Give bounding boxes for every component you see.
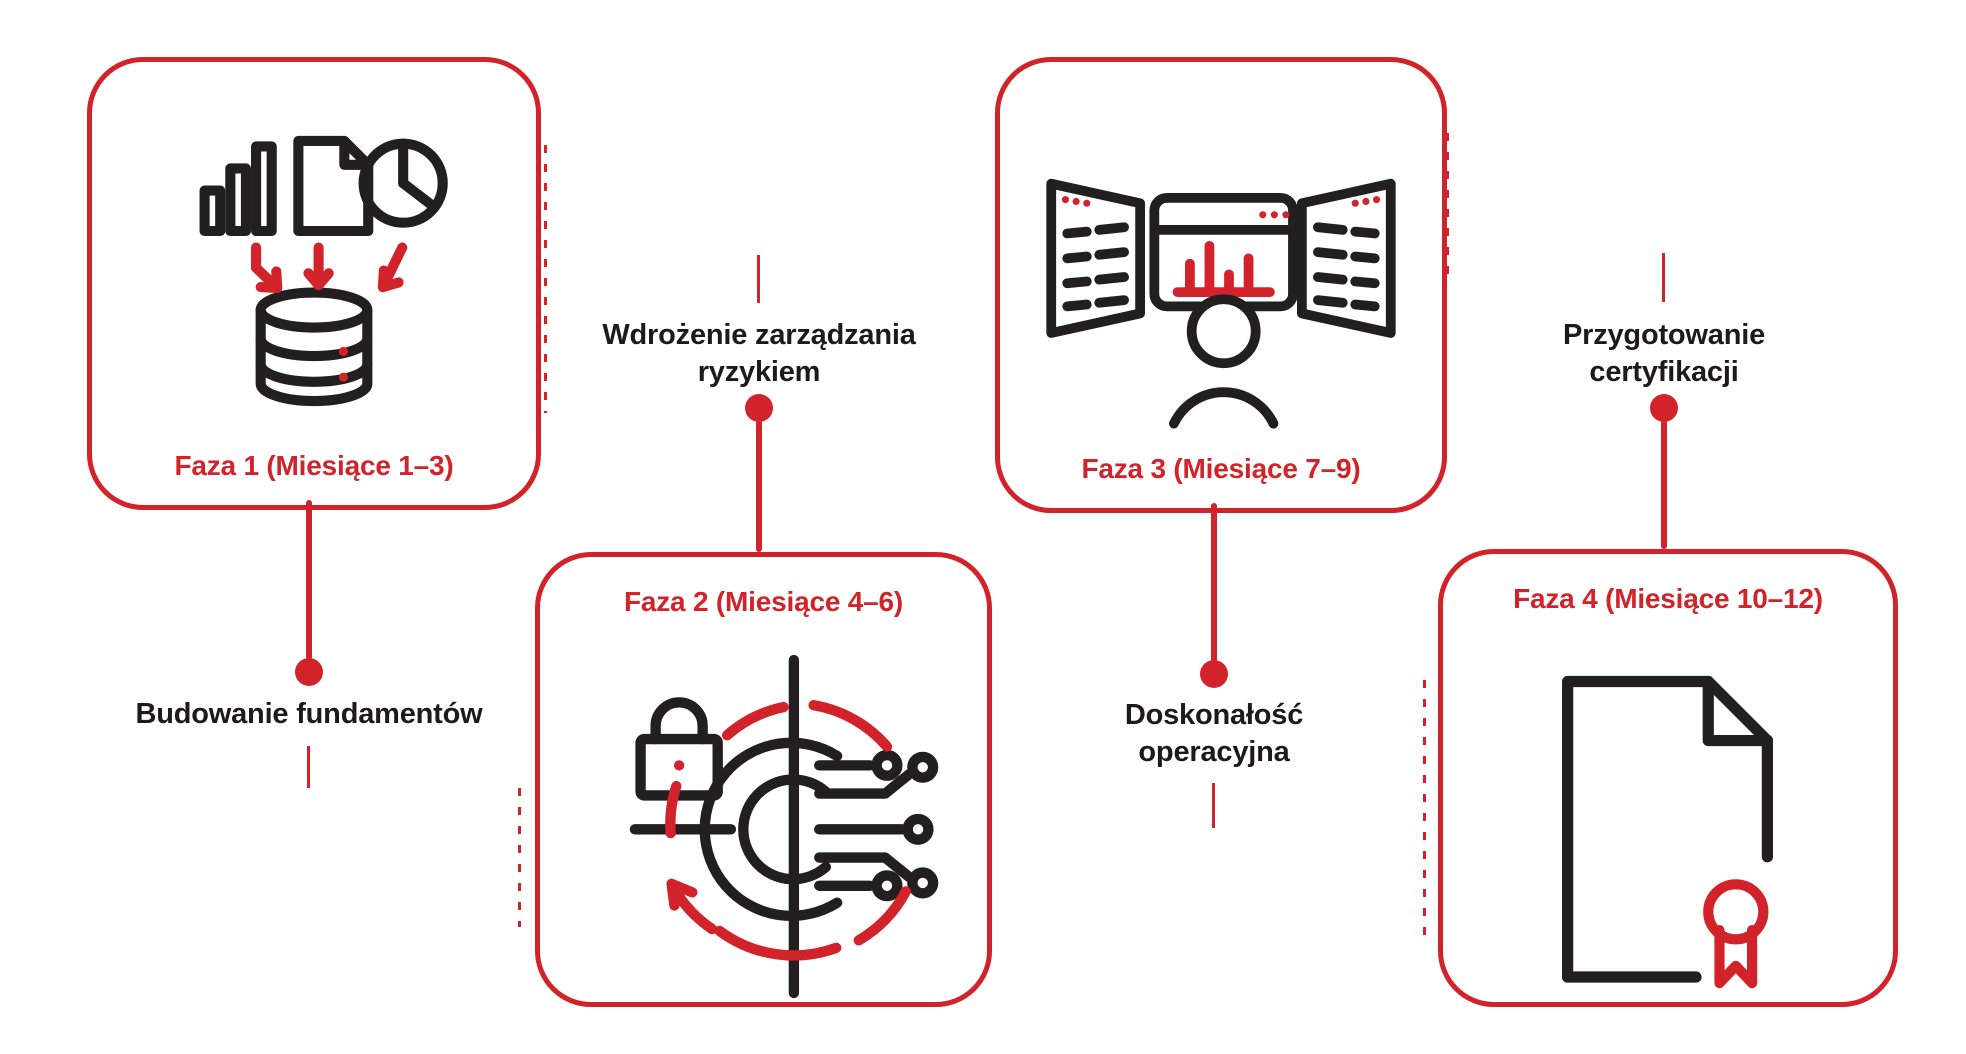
phase-4-connector-line (1661, 420, 1667, 549)
phase-3-milestone-label: Doskonałość operacyjna (1124, 699, 1304, 768)
pie-chart-icon (358, 138, 448, 228)
document-icon (293, 135, 374, 237)
person-icon (1169, 294, 1279, 429)
lock-risk-cycle-icon (629, 654, 939, 999)
award-ribbon-icon (1703, 879, 1769, 989)
phase-4-tick (1662, 253, 1665, 302)
red-bar-chart-icon (1172, 240, 1275, 297)
phase-4-dashed-line (1423, 680, 1426, 938)
phase-4-card: Faza 4 (Miesiące 10–12) (1438, 549, 1898, 1007)
phase-3-connector-line (1211, 503, 1217, 662)
phase-4-label: Faza 4 (Miesiące 10–12) (1513, 583, 1823, 614)
rotation-arrows-icon (665, 700, 911, 961)
phase-3-icon-wrap (1021, 157, 1421, 455)
phase-3-tick (1212, 783, 1215, 828)
phase-4-milestone-label: Przygotowanie certyfikacji (1562, 319, 1766, 388)
phase-1-milestone-label: Budowanie fundamentów (135, 698, 483, 730)
phase-1-dashed-line (544, 145, 547, 413)
phase-3-milestone-dot (1200, 660, 1228, 688)
phase-3-dashed-line (1446, 133, 1449, 275)
crosshair-icon (629, 654, 843, 999)
phase-2-card: Faza 2 (Miesiące 4–6) (535, 552, 992, 1007)
dashboard-operator-icon (1046, 178, 1396, 429)
bar-chart-icon (199, 141, 277, 237)
data-sources-to-database-icon (199, 135, 448, 407)
document-fold-icon (1562, 675, 1773, 983)
phase-1-milestone-dot (295, 658, 323, 686)
phase-4-milestone-dot (1650, 394, 1678, 422)
phase-2-icon-wrap (618, 645, 966, 1002)
circuit-traces-icon (814, 749, 939, 902)
phase-3-label: Faza 3 (Miesiące 7–9) (1081, 453, 1361, 484)
phase-2-connector-line (756, 420, 762, 552)
phase-4-icon-wrap (1535, 657, 1800, 998)
phase-2-milestone-dot (745, 394, 773, 422)
phase-2-label: Faza 2 (Miesiące 4–6) (623, 586, 904, 617)
phase-1-label: Faza 1 (Miesiące 1–3) (174, 450, 454, 481)
left-panel-icon (1046, 178, 1146, 338)
certificate-document-icon (1562, 675, 1773, 989)
phase-1-connector-line (306, 500, 312, 660)
ingest-arrows-icon (251, 242, 408, 294)
right-panel-icon (1296, 178, 1396, 338)
phase-2-milestone-label: Wdrożenie zarządzania ryzykiem (602, 319, 916, 388)
database-icon (255, 287, 373, 407)
phase-3-card: Faza 3 (Miesiące 7–9) (995, 57, 1447, 513)
padlock-icon (635, 697, 723, 801)
phase-1-icon-wrap (172, 60, 457, 409)
phase-2-tick (757, 255, 760, 303)
phase-1-card: Faza 1 (Miesiące 1–3) (87, 57, 541, 510)
phase-2-dashed-line (518, 788, 521, 927)
phase-1-tick (307, 746, 310, 788)
